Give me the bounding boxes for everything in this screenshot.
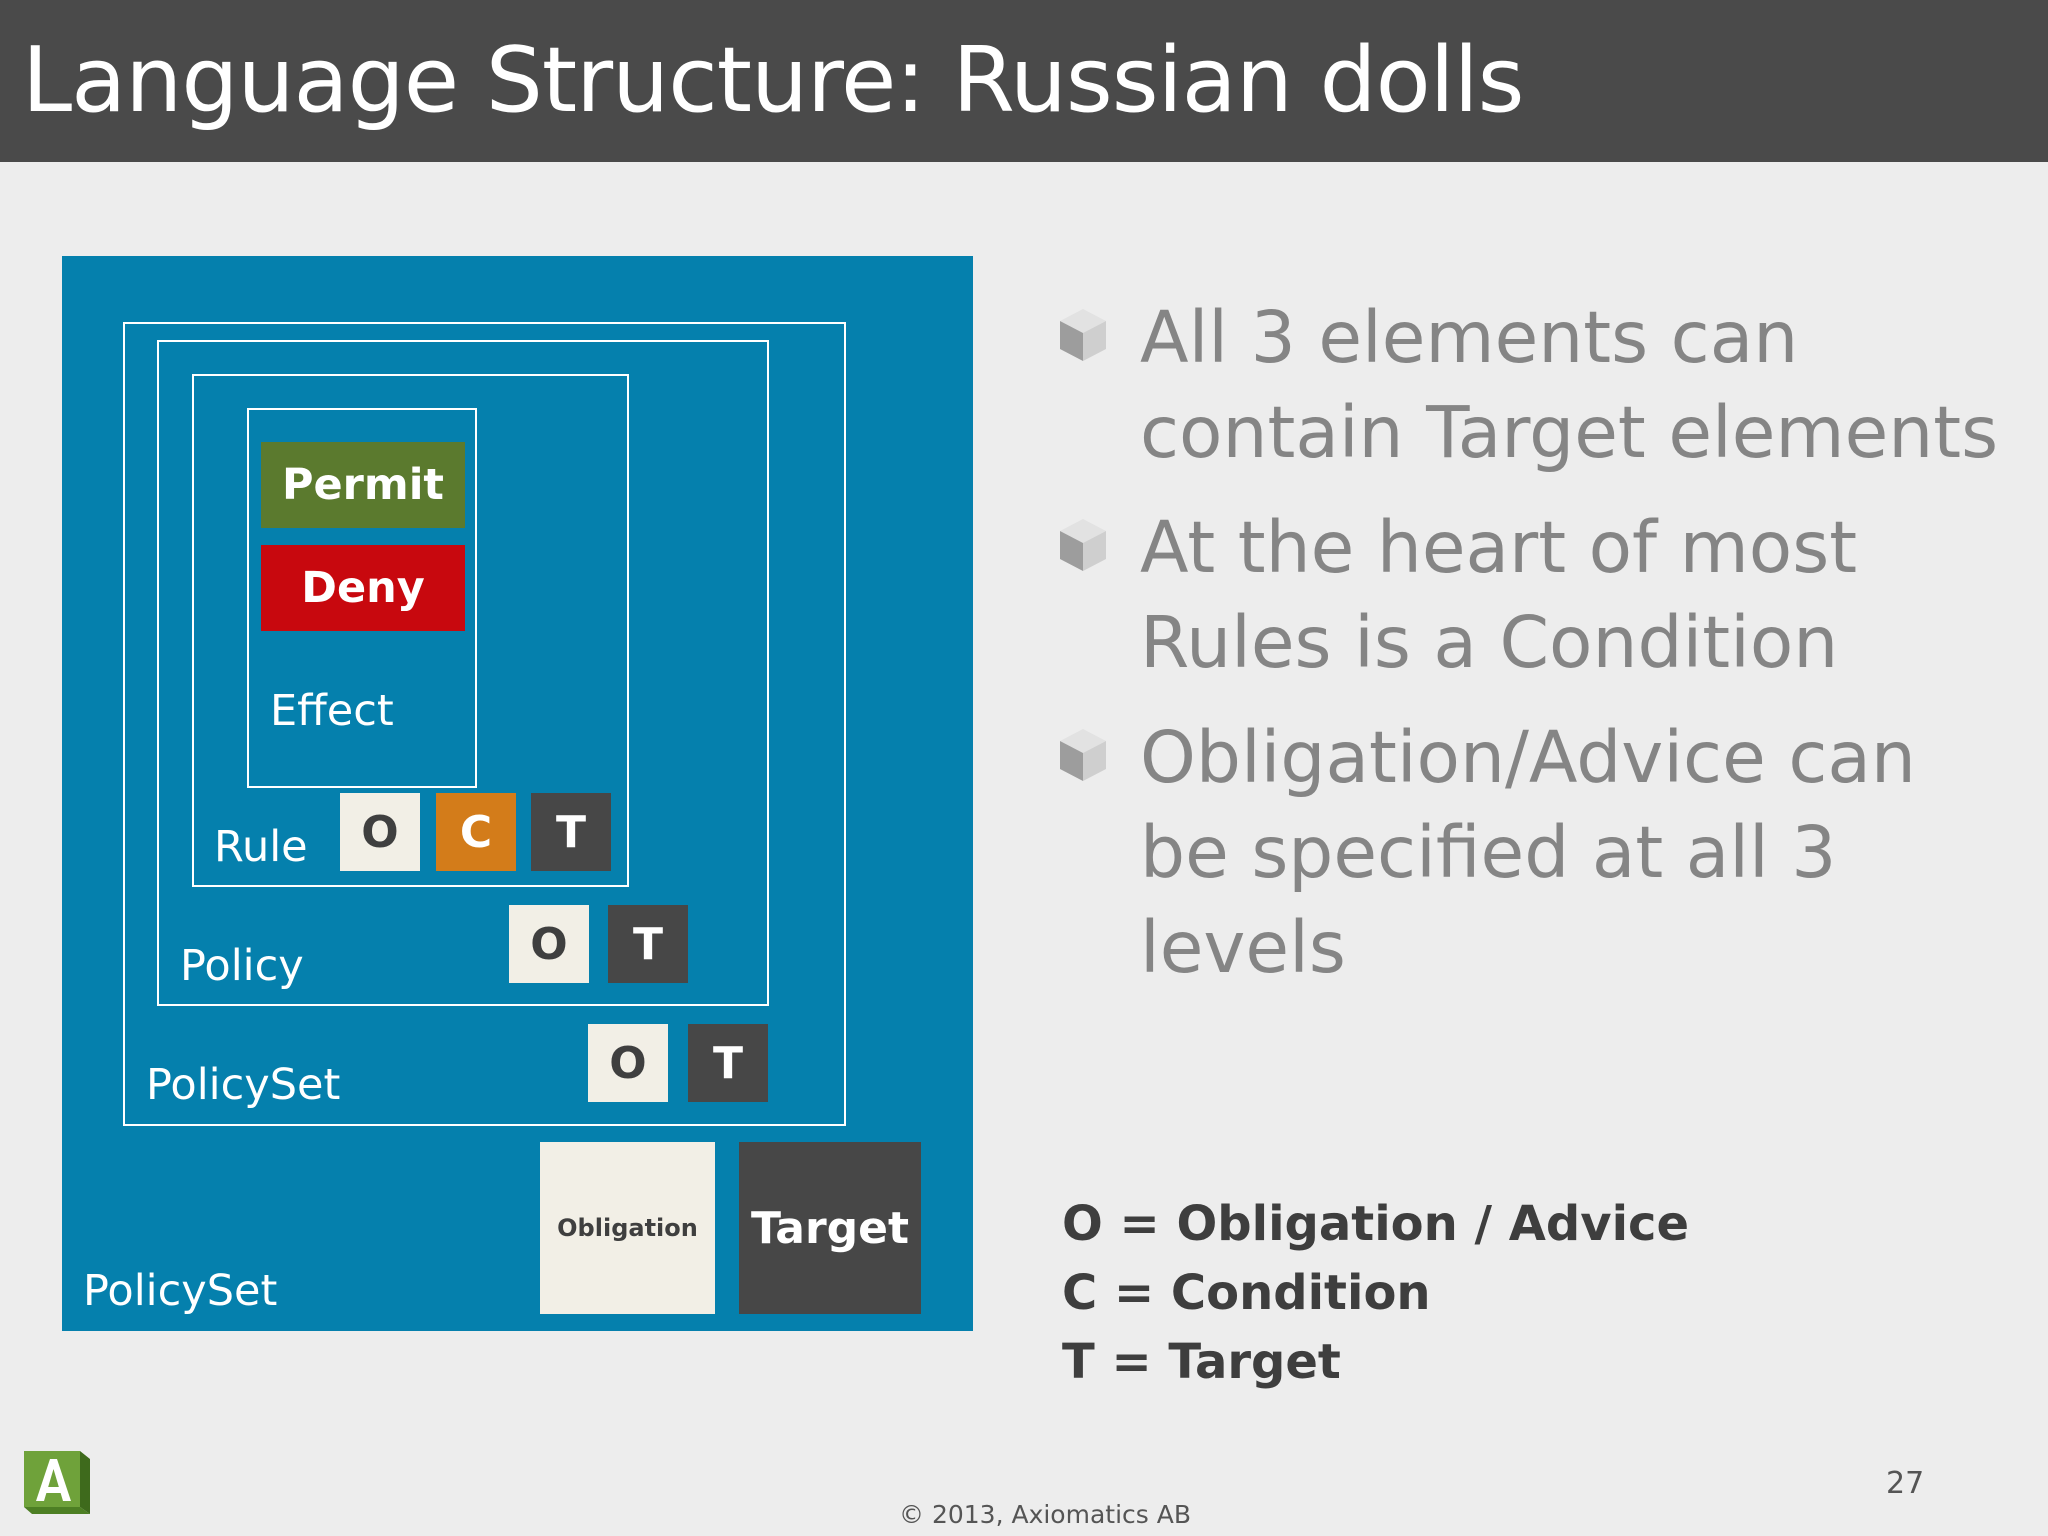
inner-policyset-label: PolicySet xyxy=(146,1060,341,1110)
cube-icon xyxy=(1060,729,1106,781)
policyset-target-box: T xyxy=(688,1024,768,1102)
outer-policyset-label: PolicySet xyxy=(83,1266,278,1316)
slide-title: Language Structure: Russian dolls xyxy=(22,28,1525,133)
bullet-list: All 3 elements can contain Target elemen… xyxy=(1058,290,2018,1015)
rule-frame xyxy=(192,374,629,887)
obligation-box: Obligation xyxy=(540,1142,715,1314)
bullet-text: Obligation/Advice can be specified at al… xyxy=(1140,716,1916,989)
deny-box: Deny xyxy=(261,545,465,631)
bullet-item: All 3 elements can contain Target elemen… xyxy=(1058,290,2018,480)
page-number: 27 xyxy=(1886,1466,1925,1501)
policyset-inner-frame xyxy=(123,322,846,1126)
cube-icon xyxy=(1060,309,1106,361)
legend-item-obligation: O = Obligation / Advice xyxy=(1062,1196,1690,1252)
permit-box: Permit xyxy=(261,442,465,528)
target-box: Target xyxy=(739,1142,921,1314)
rule-label: Rule xyxy=(214,822,308,872)
rule-obligation-box: O xyxy=(340,793,420,871)
legend: O = Obligation / Advice C = Condition T … xyxy=(1062,1190,1689,1397)
bullet-text: All 3 elements can contain Target elemen… xyxy=(1140,296,1999,474)
bullet-text: At the heart of most Rules is a Conditio… xyxy=(1140,506,1858,684)
cube-icon xyxy=(1060,519,1106,571)
effect-frame xyxy=(247,408,477,788)
policy-obligation-box: O xyxy=(509,905,589,983)
legend-item-condition: C = Condition xyxy=(1062,1265,1431,1321)
rule-target-box: T xyxy=(531,793,611,871)
rule-condition-box: C xyxy=(436,793,516,871)
bullet-item: At the heart of most Rules is a Conditio… xyxy=(1058,500,2018,690)
copyright: © 2013, Axiomatics AB xyxy=(899,1500,1191,1529)
effect-label: Effect xyxy=(270,686,394,736)
policy-frame xyxy=(157,340,769,1006)
policy-target-box: T xyxy=(608,905,688,983)
policy-label: Policy xyxy=(180,941,304,991)
legend-item-target: T = Target xyxy=(1062,1334,1341,1390)
bullet-item: Obligation/Advice can be specified at al… xyxy=(1058,710,2018,995)
policyset-obligation-box: O xyxy=(588,1024,668,1102)
axiomatics-logo-icon xyxy=(24,1451,90,1514)
title-bar: Language Structure: Russian dolls xyxy=(0,0,2048,162)
russian-dolls-diagram: Permit Deny Effect Rule O C T Policy O T… xyxy=(62,256,973,1331)
